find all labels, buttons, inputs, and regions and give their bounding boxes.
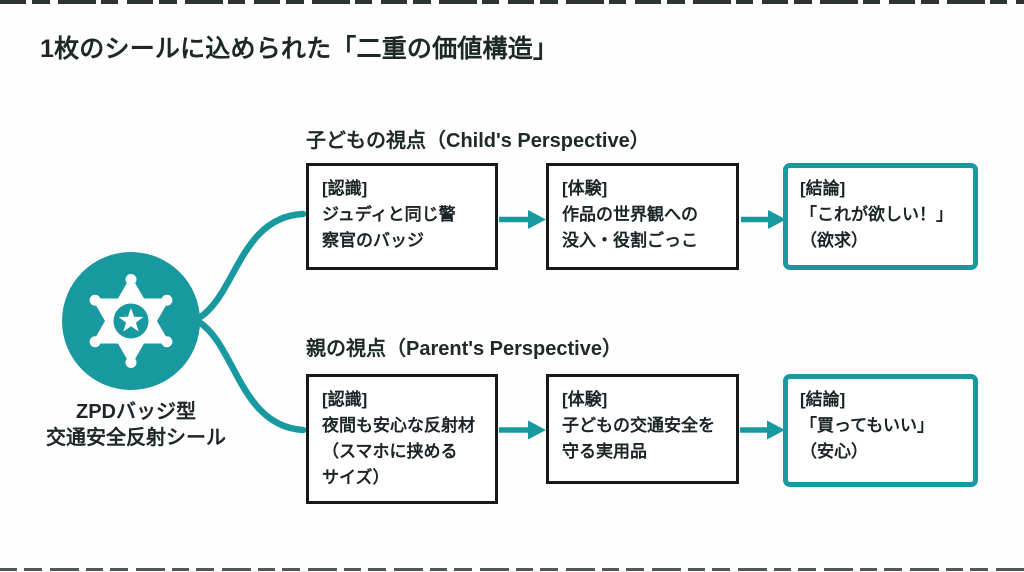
child-row-header: 子どもの視点（Child's Perspective）	[306, 130, 650, 152]
arrow-right-icon	[740, 420, 785, 440]
child-experience-box: [体験] 作品の世界観への 没入・役割ごっこ	[546, 163, 739, 270]
arrow-right-icon	[499, 210, 546, 229]
sheriff-badge-icon	[89, 274, 173, 368]
parent-experience-box: [体験] 子どもの交通安全を 守る実用品	[546, 374, 739, 484]
curve-to-parent-row	[195, 318, 307, 434]
curve-to-child-row	[195, 210, 307, 322]
parent-conclusion-box: [結論] 「買ってもいい」 （安心）	[783, 374, 978, 487]
child-recognition-box: [認識] ジュディと同じ警 察官のバッジ	[306, 163, 498, 270]
arrow-right-icon	[741, 210, 786, 229]
arrow-right-icon	[499, 420, 546, 440]
source-label: ZPDバッジ型 交通安全反射シール	[46, 401, 226, 449]
parent-recognition-box: [認識] 夜間も安心な反射材 （スマホに挟める サイズ）	[306, 374, 498, 504]
parent-row-header: 親の視点（Parent's Perspective）	[306, 338, 622, 360]
page-title: 1枚のシールに込められた「二重の価値構造」	[40, 35, 559, 63]
source-circle	[62, 252, 200, 390]
child-conclusion-box: [結論] 「これが欲しい！」 （欲求）	[783, 163, 978, 270]
